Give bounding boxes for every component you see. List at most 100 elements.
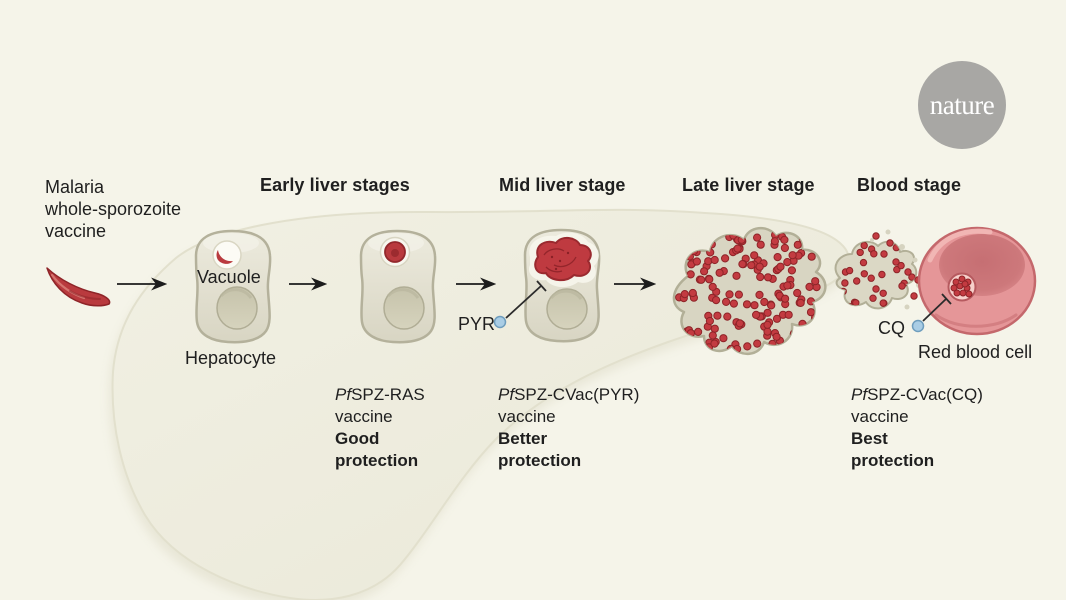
merozoite-dot-icon [897,261,905,270]
merozoite-dot-icon [752,310,761,319]
merozoite-dot-icon [784,310,793,319]
merozoite-dot-icon [856,248,864,257]
merozoite-dot-icon [712,296,721,305]
merozoite-dot-icon [692,257,702,266]
merozoite-dot-icon [763,308,772,317]
stage-heading-blood: Blood stage [857,175,962,195]
merozoite-dot-icon [721,254,730,263]
merozoite-dot-icon [787,266,797,275]
merozoite-dot-icon [783,258,792,267]
merozoite-dot-icon [708,331,717,340]
merozoite-dot-icon [700,267,709,276]
merozoite-dot-icon [755,290,764,299]
sporozoite-in-vacuole-icon [216,250,233,264]
red-blood-cell-label: Red blood cell [918,342,1033,362]
merozoite-dot-icon [837,303,846,309]
cq-drug-dot-icon [911,319,925,333]
merozoite-dot-icon [859,258,868,267]
merozoite-dot-icon [961,280,969,288]
merozoite-dot-icon [719,334,728,343]
merozoite-dot-icon [836,294,844,303]
merozoite-dot-icon [803,334,812,344]
nature-logo-text: nature [929,89,995,120]
merozoite-dot-icon [763,347,773,354]
protection-grade-2: protection [851,451,935,470]
merozoite-dot-icon [845,266,854,275]
merozoite-dot-icon [841,279,849,287]
merozoite-dot-icon [805,326,815,335]
merozoite-dot-icon [870,250,878,258]
intro-label: Malaria whole-sporozoite vaccine [45,177,182,241]
merozoite-dot-icon [780,243,790,253]
merozoite-dot-icon [710,339,719,348]
stage-heading-early-liver: Early liver stages [260,175,410,195]
merozoite-dot-icon [950,284,958,292]
merozoite-dot-icon [808,323,817,332]
merozoite-dot-icon [763,320,772,329]
hepatocyte-cell-early [359,229,437,344]
merozoite-dot-icon [892,258,900,266]
merozoite-dot-icon [908,273,916,281]
merozoite-dot-icon [810,324,820,333]
merozoite-dot-icon [869,294,877,302]
merozoite-dot-icon [767,301,776,310]
merozoite-dot-icon [952,278,960,286]
merozoite-dot-icon [725,290,734,299]
merozoite-dot-icon [811,319,820,328]
merozoite-dot-icon [760,297,769,307]
merozoite-dot-icon [772,332,781,341]
merozoite-dot-icon [783,281,792,290]
vaccine-note-cvac-cq: PfSPZ-CVac(CQ) vaccine Best protection [851,384,983,472]
vaccine-name: PfSPZ-CVac(CQ) [851,385,983,404]
merozoite-dot-icon [872,232,880,240]
merozoite-dot-icon [742,300,752,309]
merozoite-dot-icon [708,282,717,291]
merozoite-dot-icon [793,288,802,298]
nucleus [383,286,425,330]
vacuole-label: Vacuole [197,267,261,287]
merozoite-dot-icon [773,253,782,262]
bursting-cell [834,229,922,310]
merozoite-dot-icon [753,233,762,242]
merozoite-dot-icon [734,290,744,299]
merozoite-dot-icon [694,327,703,336]
merozoite-dot-icon [904,268,912,276]
merozoite-dot-icon [763,327,772,336]
merozoite-dot-icon [755,262,764,271]
merozoite-dot-icon [787,344,797,353]
red-blood-cell [917,226,1037,336]
merozoite-dot-icon [750,251,759,260]
merozoite-dot-icon [807,252,816,261]
merozoite-dot-icon [764,346,773,354]
hepatocyte-cell-mid [523,228,601,343]
splash-droplets [870,229,922,310]
merozoite-dot-icon [860,270,868,278]
merozoite-dot-icon [959,289,967,297]
pyr-drug-dot-icon [493,315,507,329]
merozoite-dot-icon [770,237,780,246]
merozoite-dot-icon [788,251,797,260]
merozoite-dot-icon [710,324,719,333]
protection-grade-2: protection [498,451,582,470]
merozoite-dot-icon [705,275,714,284]
merozoite-dot-icon [886,239,894,247]
merozoite-dot-icon [756,240,765,249]
merozoite-dot-icon [680,290,689,299]
merozoite-dot-icon [811,277,820,286]
merozoite-dot-icon [796,298,805,307]
merozoite-dot-icon [795,333,804,342]
merozoite-dot-icon [802,324,811,333]
merozoite-dot-icon [710,255,719,265]
merozoite-dot-icon [846,241,854,246]
merozoite-dot-icon [805,282,814,291]
vaccine-line2: vaccine [851,407,909,426]
merozoite-dot-icon [879,289,887,297]
merozoite-dot-icon [735,319,745,328]
sporozoite-icon [46,267,111,307]
merozoite-dot-icon [780,235,789,244]
merozoite-dot-icon [910,292,918,300]
liver-silhouette [109,208,850,600]
merozoite-dot-icon [705,316,715,326]
merozoite-dot-icon [723,312,732,321]
merozoite-dot-icon [853,277,861,285]
